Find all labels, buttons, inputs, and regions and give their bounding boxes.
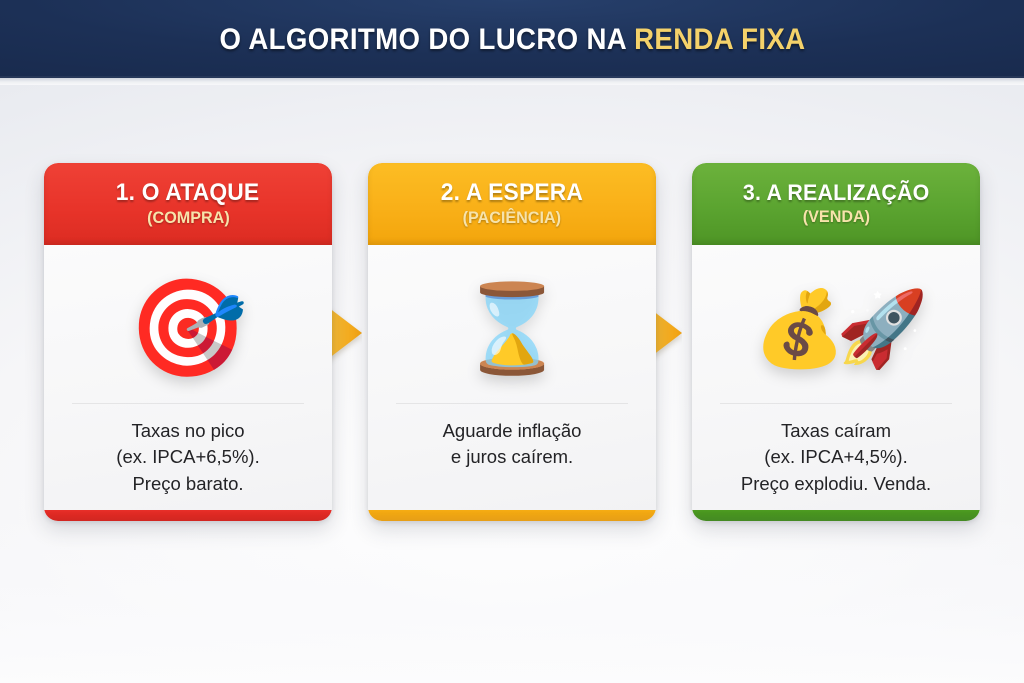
step-card-1-divider — [72, 403, 304, 404]
page-title-accent: RENDA FIXA — [633, 23, 805, 56]
step-card-1-body: 🎯 Taxas no pico (ex. IPCA+6,5%). Preço b… — [44, 245, 332, 521]
step-card-3-title: 3. A REALIZAÇÃO — [742, 179, 930, 205]
step-card-1[interactable]: 1. O ATAQUE (COMPRA) 🎯 Taxas no pico (ex… — [44, 163, 332, 521]
background-vignette — [0, 513, 1024, 683]
step-card-2-footer-bar — [368, 510, 656, 521]
step-card-2-title: 2. A ESPERA — [440, 178, 584, 206]
step-card-2-header: 2. A ESPERA (PACIÊNCIA) — [368, 163, 656, 245]
step-card-3-footer-bar — [692, 510, 980, 521]
step-card-3-text: Taxas caíram (ex. IPCA+4,5%). Preço expl… — [725, 418, 947, 497]
step-card-2-line-1: Aguarde inflação — [442, 420, 582, 441]
step-card-1-line-1: Taxas no pico — [131, 420, 245, 441]
step-card-1-line-2: (ex. IPCA+6,5%). — [116, 446, 260, 468]
step-card-2-text: Aguarde inflação e juros caírem. — [427, 418, 598, 471]
step-card-3-subtitle: (VENDA) — [802, 207, 870, 227]
step-card-1-title: 1. O ATAQUE — [116, 178, 260, 206]
step-card-3-divider — [720, 403, 952, 404]
step-card-2-line-2: e juros caírem. — [450, 446, 574, 468]
hourglass-icon: ⌛ — [458, 281, 566, 377]
step-card-3-line-2: (ex. IPCA+4,5%). — [764, 446, 908, 468]
step-card-3-header: 3. A REALIZAÇÃO (VENDA) — [692, 163, 980, 245]
step-card-1-subtitle: (COMPRA) — [146, 208, 230, 228]
step-card-1-line-3: Preço barato. — [132, 472, 244, 494]
steps-row: 1. O ATAQUE (COMPRA) 🎯 Taxas no pico (ex… — [44, 163, 980, 521]
page-title: O ALGORITMO DO LUCRO NA RENDA FIXA — [219, 23, 805, 57]
step-card-3-line-3: Preço explodiu. Venda. — [740, 472, 932, 494]
target-icon: 🎯 — [128, 275, 248, 382]
header-banner: O ALGORITMO DO LUCRO NA RENDA FIXA — [0, 0, 1024, 85]
step-card-2-subtitle: (PACIÊNCIA) — [462, 208, 562, 228]
step-card-1-text: Taxas no pico (ex. IPCA+6,5%). Preço bar… — [100, 418, 275, 497]
page-title-main: O ALGORITMO DO LUCRO NA — [219, 23, 626, 56]
step-card-3[interactable]: 3. A REALIZAÇÃO (VENDA) 💰🚀 Taxas caíram … — [692, 163, 980, 521]
step-card-1-header: 1. O ATAQUE (COMPRA) — [44, 163, 332, 245]
step-card-3-body: 💰🚀 Taxas caíram (ex. IPCA+4,5%). Preço e… — [692, 245, 980, 521]
step-card-3-line-1: Taxas caíram — [780, 420, 891, 441]
step-card-2[interactable]: 2. A ESPERA (PACIÊNCIA) ⌛ Aguarde inflaç… — [368, 163, 656, 521]
step-card-2-divider — [396, 403, 628, 404]
money-bag-rocket-icon: 💰🚀 — [753, 287, 928, 370]
step-card-1-footer-bar — [44, 510, 332, 521]
step-card-2-body: ⌛ Aguarde inflação e juros caírem. — [368, 245, 656, 521]
